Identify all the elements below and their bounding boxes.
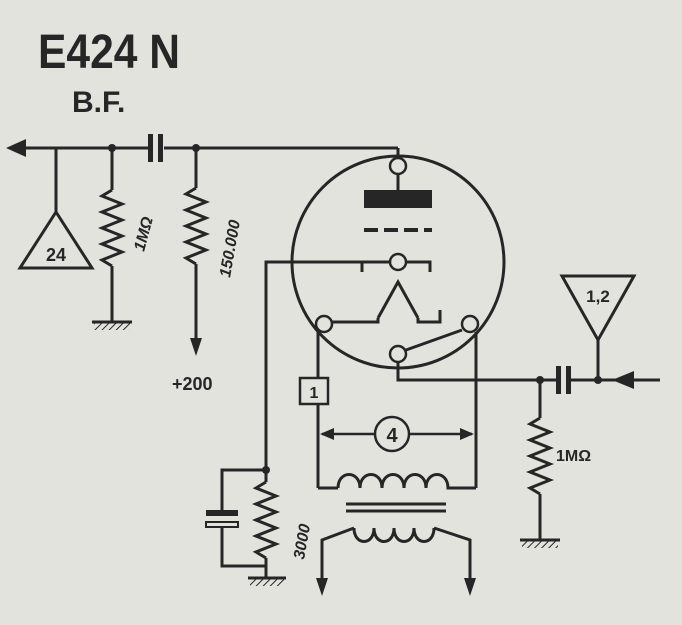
cathode-resistor-3000: 3000 xyxy=(248,466,314,586)
filament-leads xyxy=(316,332,478,490)
grid-pin xyxy=(388,252,408,272)
stage-subtitle: B.F. xyxy=(72,86,125,119)
triangle-24-label: 24 xyxy=(46,245,66,265)
filament-pin-right xyxy=(460,314,480,334)
filament xyxy=(376,278,420,319)
cathode-bypass-capacitor xyxy=(205,468,266,568)
resistor-1mohm-right: 1MΩ xyxy=(520,376,591,548)
dimension-4-label: 4 xyxy=(386,425,398,447)
resistor-150000: 150.000 xyxy=(181,144,244,356)
resistor-1mohm-left-label: 1MΩ xyxy=(131,215,157,253)
tube-e424n xyxy=(264,154,506,470)
tube-type-title: E424 N xyxy=(38,26,180,79)
filament-transformer xyxy=(316,473,476,596)
cathode-pin xyxy=(388,344,408,364)
cathode-resistor-3000-label: 3000 xyxy=(291,523,314,561)
resistor-1mohm-right-label: 1MΩ xyxy=(556,448,591,465)
input-line xyxy=(396,362,660,394)
anode-pin xyxy=(388,156,408,176)
dimension-4: 4 xyxy=(320,415,474,453)
supply-voltage-label: +200 xyxy=(172,374,213,394)
filament-pin-left xyxy=(314,314,334,334)
coupling-capacitor-top xyxy=(148,134,163,162)
anode-plate xyxy=(364,190,432,208)
marker-box-1 xyxy=(298,376,330,406)
triangle-1-2-label: 1,2 xyxy=(586,287,610,306)
marker-box-1-label: 1 xyxy=(310,385,319,402)
triangle-24: 24 xyxy=(17,148,95,270)
resistor-150000-label: 150.000 xyxy=(217,219,244,279)
triangle-1-2: 1,2 xyxy=(559,274,637,380)
output-line xyxy=(6,139,400,158)
resistor-1mohm-left: 1MΩ xyxy=(92,144,157,330)
